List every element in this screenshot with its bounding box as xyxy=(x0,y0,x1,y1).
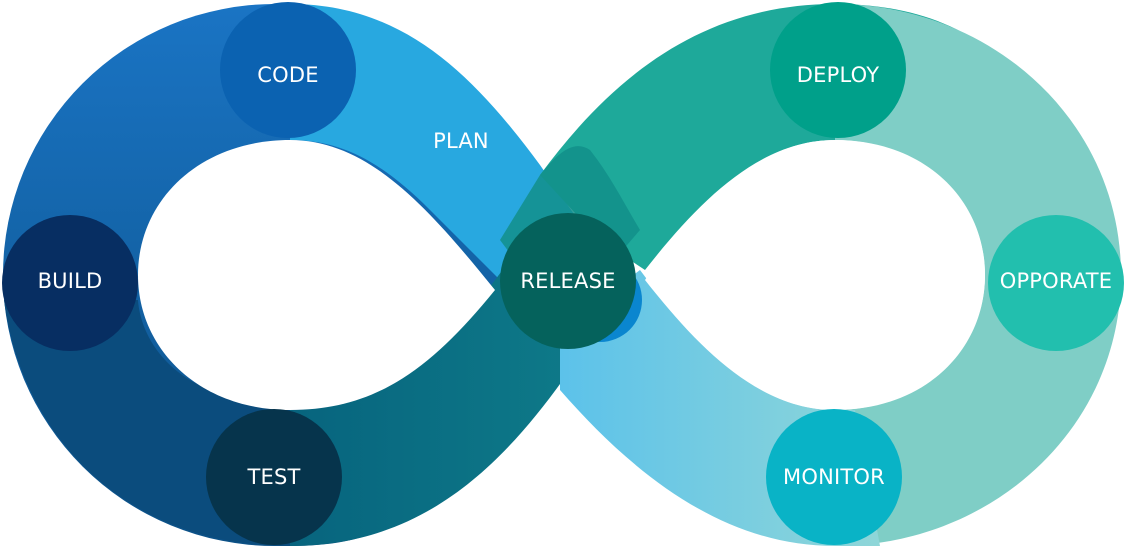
build-label: BUILD xyxy=(38,269,103,293)
deploy-node[interactable]: DEPLOY xyxy=(770,2,906,138)
release-node[interactable]: RELEASE xyxy=(500,213,636,349)
test-label: TEST xyxy=(246,465,300,489)
code-label: CODE xyxy=(257,63,318,87)
test-node[interactable]: TEST xyxy=(206,409,342,545)
operate-band xyxy=(835,4,1121,546)
monitor-label: MONITOR xyxy=(783,465,885,489)
code-node[interactable]: CODE xyxy=(220,2,356,138)
plan-node[interactable]: PLAN xyxy=(433,129,489,153)
release-node-circle xyxy=(500,213,636,349)
operate-node-circle xyxy=(988,215,1124,351)
operate-node[interactable]: OPPORATE xyxy=(988,215,1124,351)
monitor-node[interactable]: MONITOR xyxy=(766,409,902,545)
deploy-node-circle xyxy=(770,2,906,138)
left-loop-hole xyxy=(138,140,495,410)
code-node-circle xyxy=(220,2,356,138)
monitor-node-circle xyxy=(766,409,902,545)
build-node[interactable]: BUILD xyxy=(2,215,138,351)
release-label: RELEASE xyxy=(520,269,615,293)
right-loop-hole xyxy=(645,140,985,410)
test-node-circle xyxy=(206,409,342,545)
left-loop xyxy=(3,4,620,546)
deploy-label: DEPLOY xyxy=(797,63,879,87)
operate-label: OPPORATE xyxy=(1000,269,1113,293)
plan-label: PLAN xyxy=(433,129,489,153)
build-node-circle xyxy=(2,215,138,351)
